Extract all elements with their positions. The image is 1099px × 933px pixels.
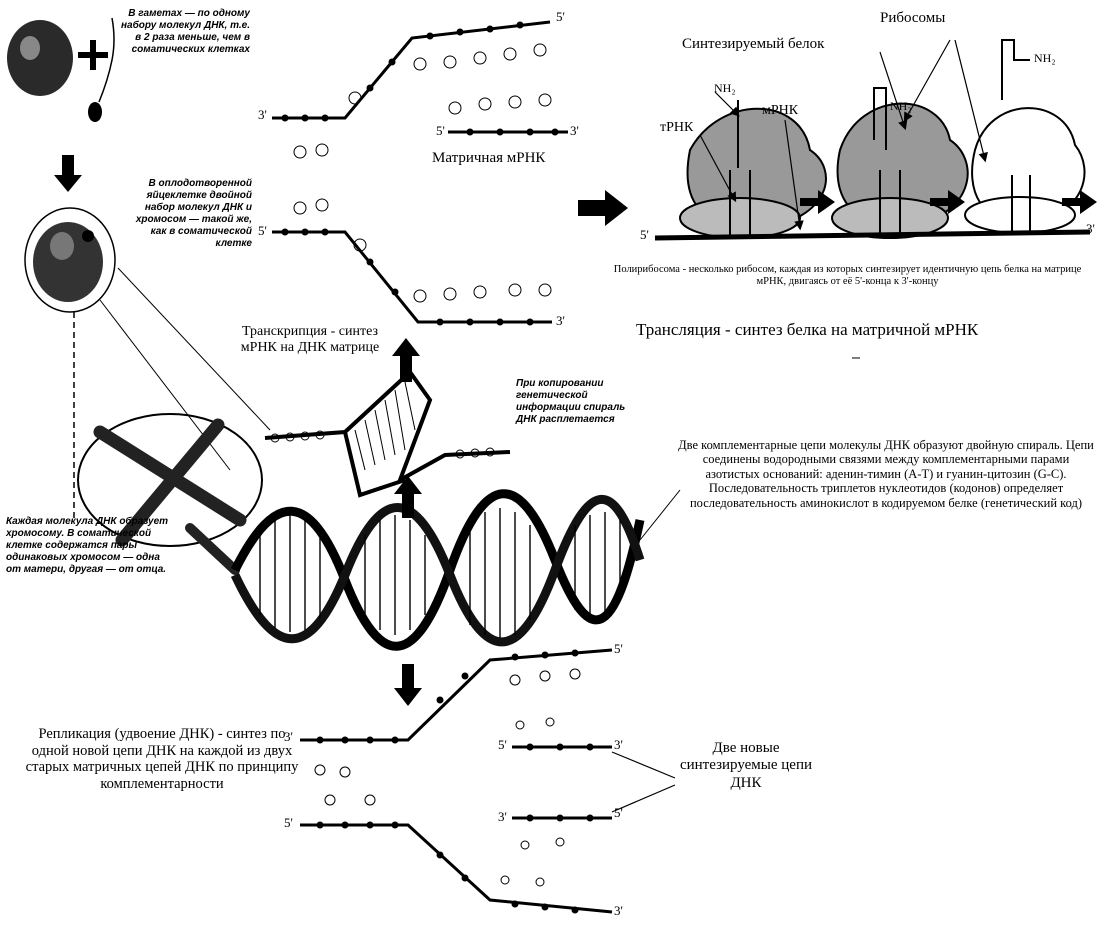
trna-label: тРНК (660, 120, 694, 135)
end5-r1: 5' (614, 641, 623, 656)
nh2-label-2: NH₂ (890, 99, 912, 113)
replication-fork (300, 648, 613, 914)
arrow-down-replication (394, 664, 422, 706)
new-strands-caption: Две новые синтезируемые цепи ДНК (679, 740, 813, 791)
mrna-label: мРНК (762, 103, 799, 118)
plus-sign (78, 40, 108, 70)
replication-free-nucleotides (314, 668, 581, 887)
motion-arrows (800, 190, 1097, 214)
arrow-right-translation (578, 190, 628, 226)
end5-new1: 5' (498, 737, 507, 752)
strand-nucleotides (281, 21, 559, 326)
unwinding-bubble (264, 368, 511, 498)
synthesized-protein-label: Синтезируемый белок (682, 36, 825, 52)
pointer-lines (699, 39, 988, 231)
ribosomes-label: Рибосомы (880, 10, 946, 26)
zygote-note: В оплодотворенной яйцеклетке двойной наб… (135, 178, 252, 249)
mrna-strand (654, 229, 1091, 241)
chromosome-note: Каждая молекула ДНК образует хромосому. … (6, 516, 169, 575)
end3-mrna: 3' (570, 123, 579, 138)
end5-mrna: 5' (436, 123, 445, 138)
sperm-cell (88, 17, 115, 122)
egg-cell (7, 20, 73, 96)
transcription-caption: Транскрипция - синтез мРНК на ДНК матриц… (240, 324, 380, 356)
dna-double-helix (230, 489, 681, 651)
transcription-strand-upper (272, 20, 552, 324)
end5-ribo: 5' (640, 227, 649, 242)
polyribosome-note: Полирибосома - несколько рибосом, каждая… (613, 264, 1082, 288)
end5-new2: 5' (614, 805, 623, 820)
double-helix-caption: Две комплементарные цепи молекулы ДНК об… (678, 438, 1094, 510)
ribosome-1 (679, 107, 827, 239)
arrow-to-zygote (54, 155, 82, 192)
zygote-cell (24, 207, 116, 313)
ribosome-2 (831, 102, 969, 239)
arrow-up-transcription (392, 338, 420, 382)
end3-t2: 3' (556, 313, 565, 328)
end5-r2: 5' (284, 815, 293, 830)
end3-r1: 3' (284, 729, 293, 744)
end5-t2: 5' (258, 223, 267, 238)
end3-new1: 3' (614, 737, 623, 752)
replication-nucleotides (316, 649, 594, 914)
arrow-up-helix (394, 476, 422, 518)
ribosome-3 (964, 107, 1086, 234)
zoom-line-3 (117, 267, 271, 431)
end3-new2: 3' (498, 809, 507, 824)
chromosome-oval (77, 413, 263, 575)
template-mrna-label: Матричная мРНК (432, 150, 546, 166)
nh2-label-1: NH₂ (714, 81, 736, 95)
replication-caption: Репликация (удвоение ДНК) - синтез по од… (25, 726, 299, 793)
new-strand-brackets (611, 751, 676, 813)
end3-r2: 3' (614, 903, 623, 918)
end5-t1: 5' (556, 9, 565, 24)
end3-ribo: 3' (1086, 221, 1095, 236)
unwinding-note: При копировании генетической информации … (516, 378, 626, 425)
end3-t1: 3' (258, 107, 267, 122)
gametes-note: В гаметах — по одному набору молекул ДНК… (120, 8, 250, 55)
free-nucleotides (293, 43, 552, 303)
nh2-label-3: NH₂ (1034, 51, 1056, 65)
translation-caption: Трансляция - синтез белка на матричной м… (636, 320, 979, 339)
